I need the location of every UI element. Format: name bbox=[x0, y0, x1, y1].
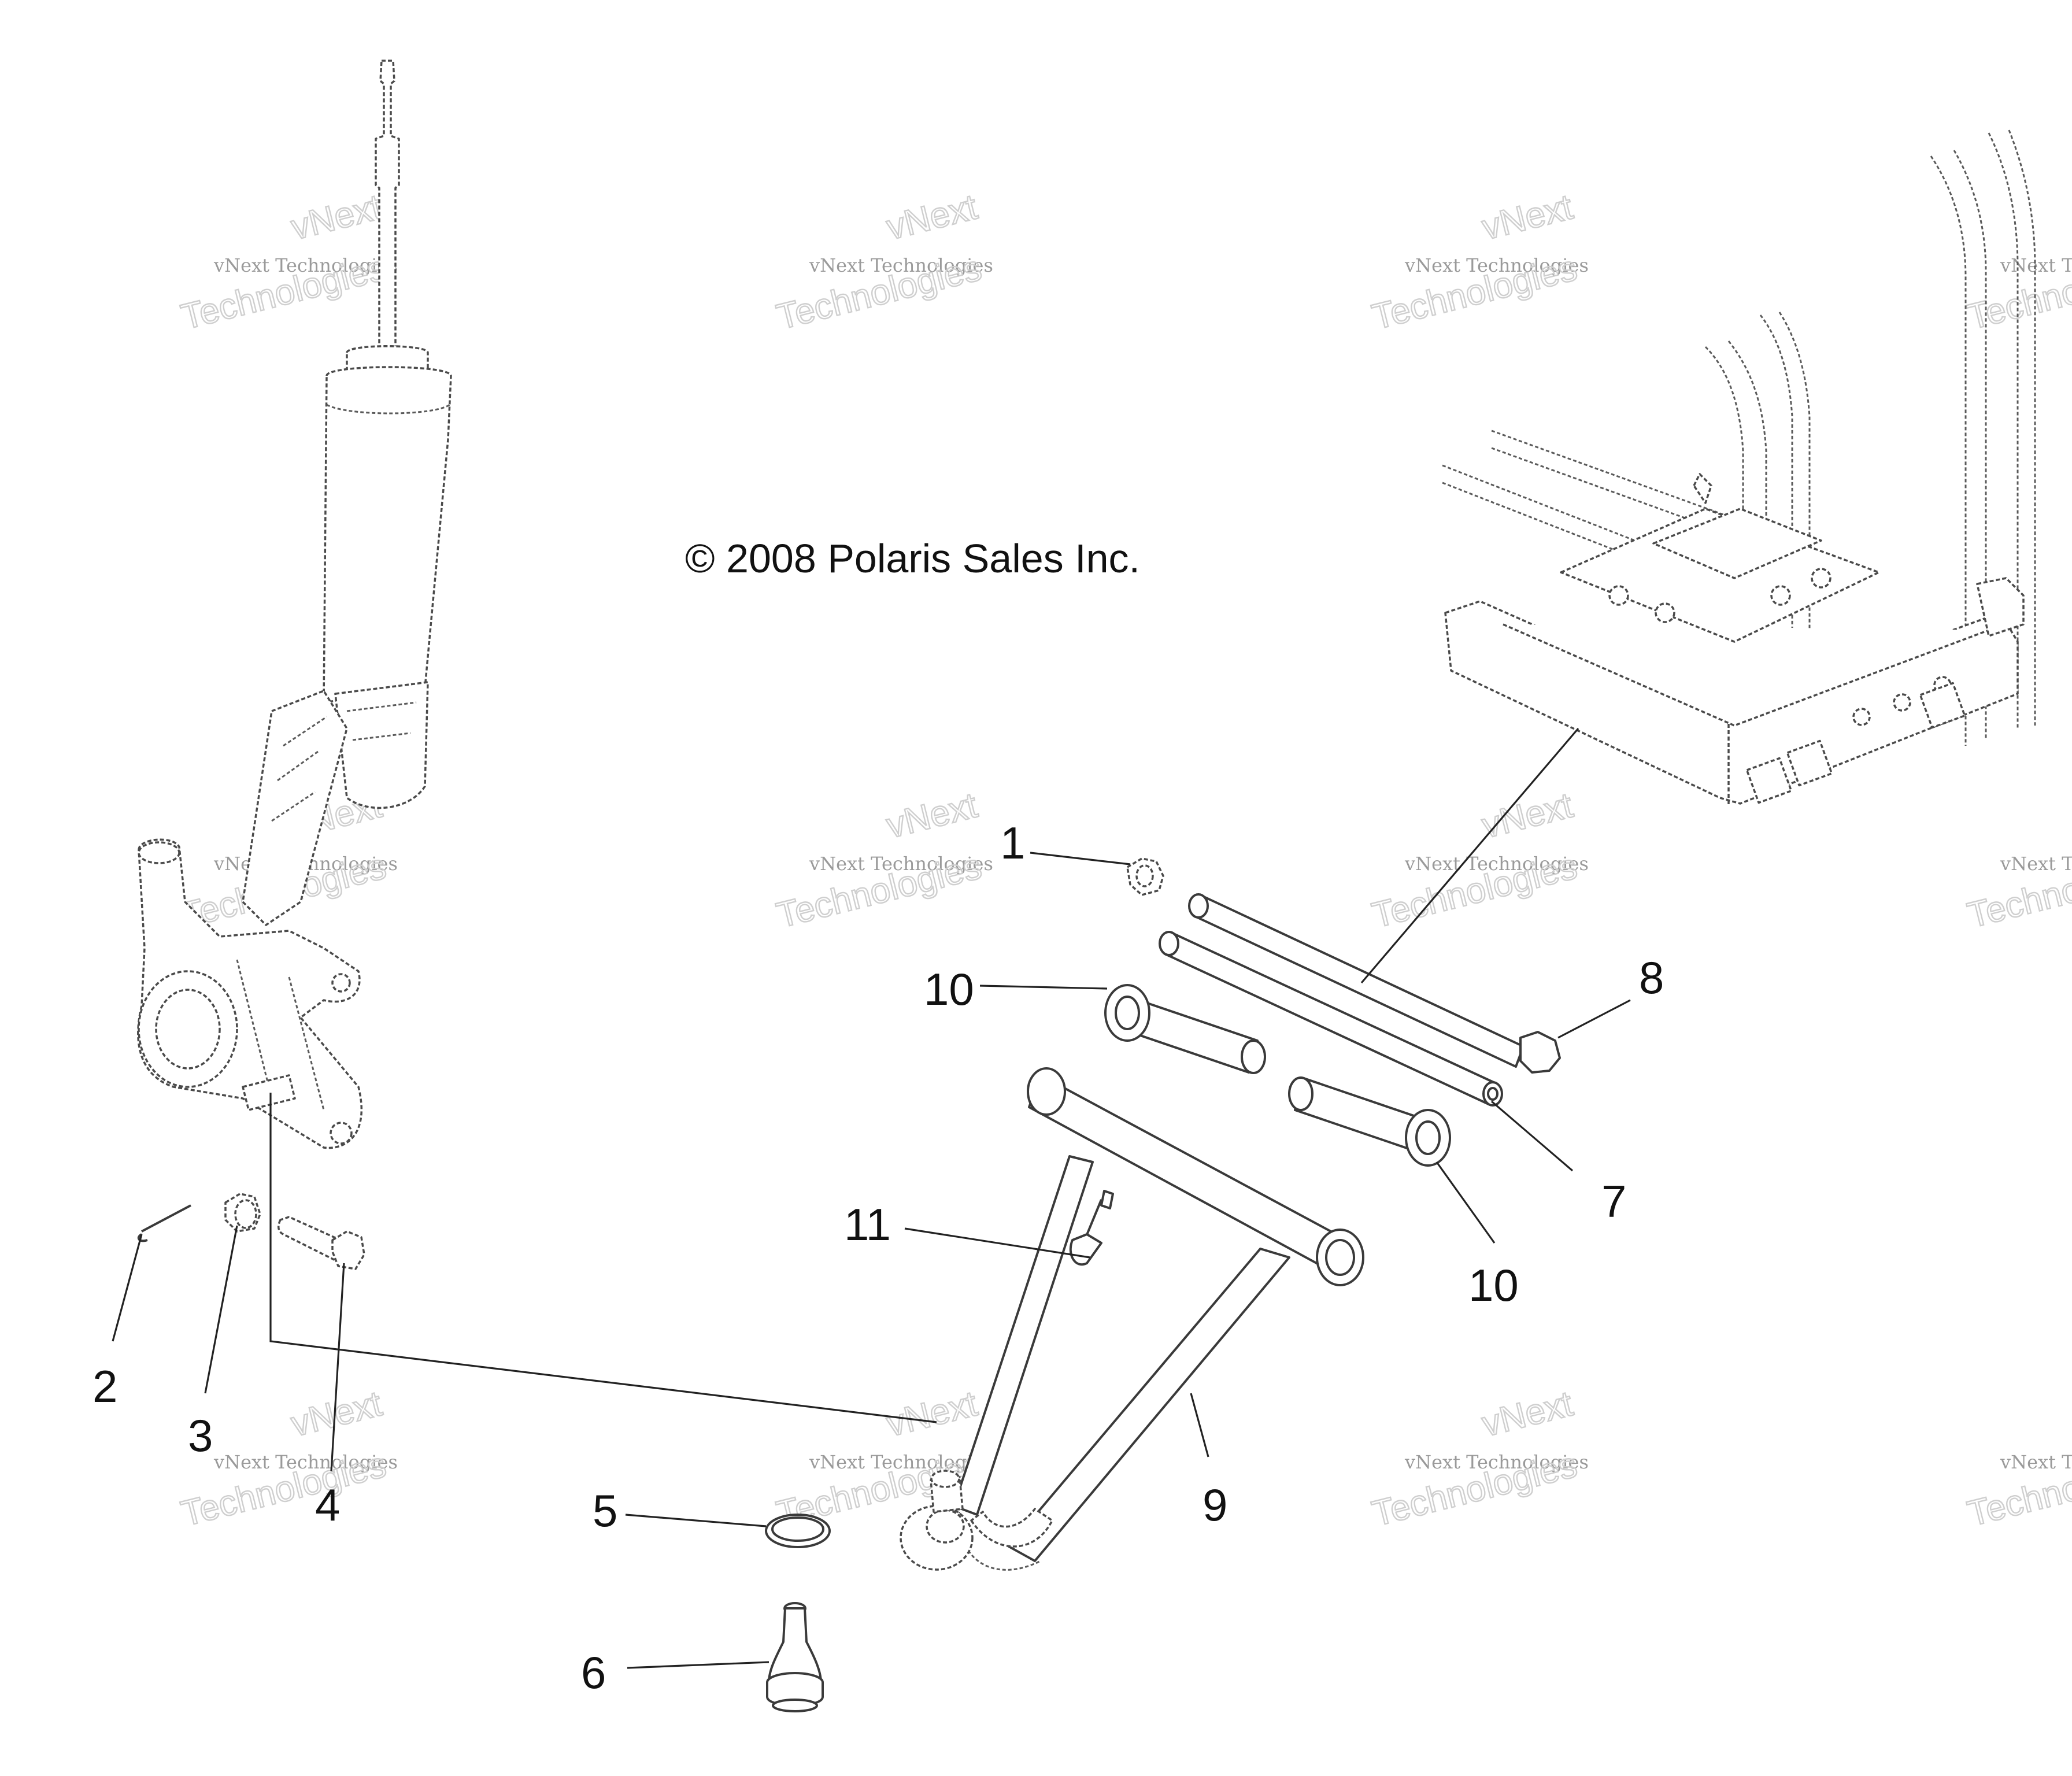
callout-11: 11 bbox=[844, 1199, 891, 1250]
retaining-ring-part-5 bbox=[765, 1514, 831, 1548]
bushing-part-10-upper bbox=[1104, 984, 1266, 1074]
watermark-top: vNext bbox=[1478, 1383, 1577, 1444]
bolt-part-8 bbox=[1188, 893, 1561, 1074]
pivot-tube-part-7 bbox=[1159, 931, 1503, 1107]
callout-10-upper: 10 bbox=[924, 964, 974, 1015]
watermark-top: vNext bbox=[883, 187, 981, 247]
copyright-text: © 2008 Polaris Sales Inc. bbox=[685, 536, 1140, 581]
callouts: 1 2 3 4 5 6 7 8 9 10 10 11 bbox=[92, 817, 1664, 1698]
cotter-pin-part-2 bbox=[137, 1204, 191, 1242]
watermark-mid: vNext Technologies bbox=[809, 254, 993, 276]
watermark-top: vNext bbox=[883, 785, 981, 846]
castle-nut-part-3 bbox=[224, 1193, 261, 1233]
watermark-top: vNext bbox=[883, 1383, 981, 1444]
callout-leaders bbox=[112, 852, 1631, 1669]
watermark-mid: vNext Technologies bbox=[1404, 254, 1589, 276]
callout-1: 1 bbox=[1000, 817, 1025, 868]
watermark-mid: vNext Technologies bbox=[213, 1451, 398, 1473]
watermark-mid: vNext Technologies bbox=[809, 853, 993, 875]
nut-part-1 bbox=[1126, 857, 1164, 896]
callout-3: 3 bbox=[188, 1410, 213, 1461]
frame-chassis bbox=[1442, 130, 2036, 806]
watermark-top: vNext bbox=[1478, 785, 1577, 846]
watermark-mid: vNext Technologies bbox=[213, 254, 398, 276]
watermark-mid: vNext Technologies bbox=[809, 1451, 993, 1473]
strut-assembly bbox=[242, 60, 452, 926]
callout-8: 8 bbox=[1639, 952, 1664, 1003]
callout-10-lower: 10 bbox=[1468, 1260, 1519, 1311]
watermark-mid: vNext Technologies bbox=[1404, 853, 1589, 875]
bolt-part-4 bbox=[277, 1216, 365, 1270]
callout-2: 2 bbox=[92, 1361, 117, 1412]
steering-knuckle bbox=[137, 838, 362, 1149]
callout-7: 7 bbox=[1601, 1176, 1626, 1227]
a-arm-part-9 bbox=[900, 1067, 1364, 1571]
watermark-top: vNext bbox=[1478, 187, 1577, 247]
watermark-mid: vNext Technologies bbox=[2000, 1451, 2072, 1473]
bushing-part-10-lower bbox=[1288, 1076, 1451, 1167]
callout-5: 5 bbox=[593, 1485, 617, 1536]
assembly-lines bbox=[269, 727, 1579, 1423]
ball-joint-part-6 bbox=[766, 1602, 824, 1712]
watermark-mid: vNext Technologies bbox=[1404, 1451, 1589, 1473]
callout-6: 6 bbox=[581, 1647, 606, 1698]
callout-9: 9 bbox=[1202, 1479, 1227, 1530]
callout-4: 4 bbox=[315, 1479, 340, 1530]
watermark-top: vNext bbox=[287, 187, 386, 247]
watermark-mid: vNext Technologies bbox=[2000, 853, 2072, 875]
